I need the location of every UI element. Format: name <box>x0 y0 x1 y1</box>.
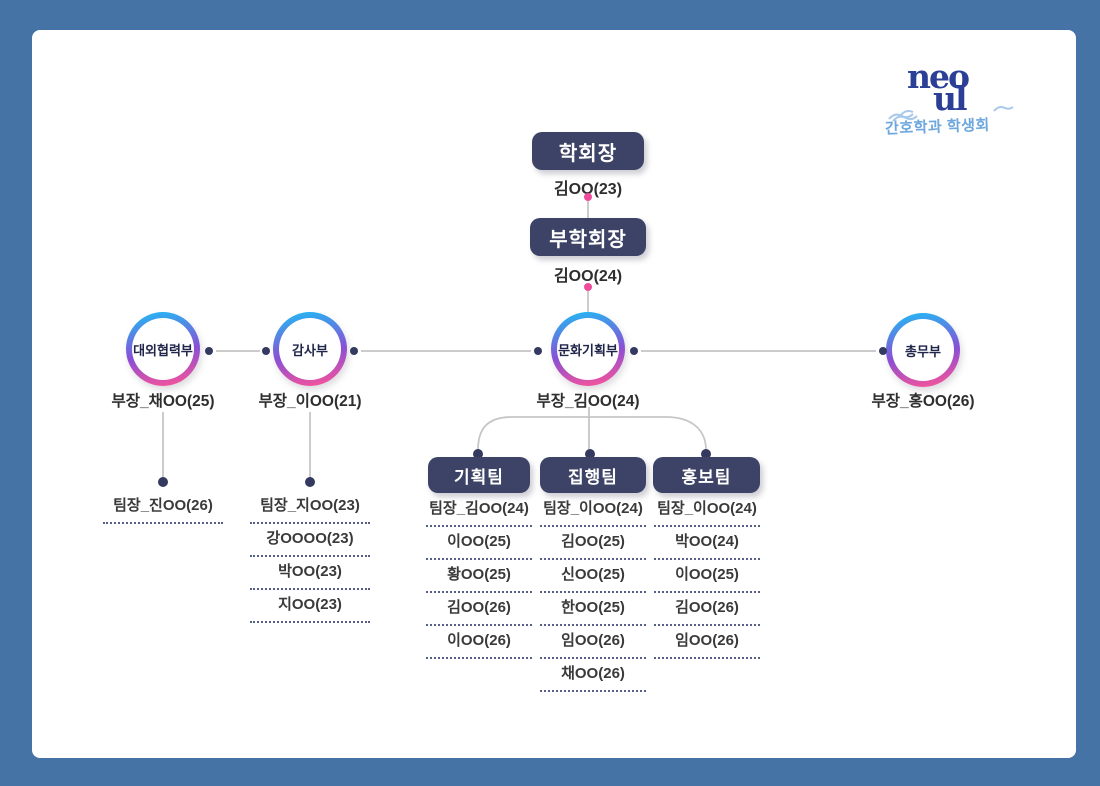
dept-circle-general-affairs: 총무부 <box>886 313 960 387</box>
connector-line <box>587 291 589 312</box>
dept-circle-audit: 감사부 <box>273 312 347 386</box>
dept-circle-culture-planning: 문화기획부 <box>551 312 625 386</box>
dept-title: 문화기획부 <box>558 342 618 358</box>
connector-dot <box>585 449 595 459</box>
member-item: 이OO(25) <box>426 532 532 560</box>
member-item: 팀장_김OO(24) <box>426 499 532 527</box>
member-item: 강OOOO(23) <box>250 529 370 557</box>
team-box-planning: 기획팀 <box>428 457 530 493</box>
connector-dot <box>534 347 542 355</box>
member-item: 김OO(26) <box>426 598 532 626</box>
wave-icon <box>888 110 918 122</box>
member-item: 박OO(24) <box>654 532 760 560</box>
connector-dot <box>350 347 358 355</box>
member-item: 김OO(25) <box>540 532 646 560</box>
connector-line <box>641 350 876 352</box>
dept-circle-external-relations: 대외협력부 <box>126 312 200 386</box>
team-member-list: 팀장_김OO(24) 이OO(25) 황OO(25) 김OO(26) 이OO(2… <box>426 499 532 664</box>
member-item: 신OO(25) <box>540 565 646 593</box>
team-title: 집행팀 <box>568 467 618 487</box>
dept-head-name: 부장_김OO(24) <box>536 393 640 410</box>
president-box: 학회장 <box>532 132 644 170</box>
connector-line <box>361 350 531 352</box>
connector-dot <box>879 347 887 355</box>
logo-subtitle: 간호학과 학생회 <box>884 116 991 138</box>
dept-title: 총무부 <box>905 343 941 359</box>
member-item: 임OO(26) <box>540 631 646 659</box>
member-item: 이OO(25) <box>654 565 760 593</box>
dept-title: 대외협력부 <box>133 342 193 358</box>
dept-head-name: 부장_이OO(21) <box>258 393 362 410</box>
connector-dot-pink <box>584 193 592 201</box>
member-item: 팀장_지OO(23) <box>250 496 370 524</box>
dept-title: 감사부 <box>292 342 328 358</box>
team-member-list: 팀장_이OO(24) 김OO(25) 신OO(25) 한OO(25) 임OO(2… <box>540 499 646 697</box>
president-title: 학회장 <box>558 142 618 165</box>
logo: neo ul 간호학과 학생회 <box>884 57 1025 140</box>
member-item: 채OO(26) <box>540 664 646 692</box>
member-item: 팀장_진OO(26) <box>103 496 223 524</box>
vice-president-name: 김OO(24) <box>553 268 623 285</box>
branch-bracket <box>477 407 707 451</box>
connector-dot-pink <box>584 283 592 291</box>
member-item: 이OO(26) <box>426 631 532 659</box>
member-item: 김OO(26) <box>654 598 760 626</box>
member-item: 팀장_이OO(24) <box>540 499 646 527</box>
connector-line <box>309 412 311 478</box>
member-item: 황OO(25) <box>426 565 532 593</box>
connector-dot <box>262 347 270 355</box>
team-box-promotion: 홍보팀 <box>653 457 760 493</box>
connector-line <box>216 350 260 352</box>
dept-member-list: 팀장_지OO(23) 강OOOO(23) 박OO(23) 지OO(23) <box>250 496 370 628</box>
dept-member-list: 팀장_진OO(26) <box>103 496 223 529</box>
member-item: 지OO(23) <box>250 595 370 623</box>
member-item: 임OO(26) <box>654 631 760 659</box>
logo-text-line1: neo <box>907 57 970 96</box>
member-item: 팀장_이OO(24) <box>654 499 760 527</box>
connector-dot <box>305 477 315 487</box>
connector-dot <box>205 347 213 355</box>
team-box-execution: 집행팀 <box>540 457 646 493</box>
connector-dot <box>701 449 711 459</box>
dept-head-name: 부장_홍OO(26) <box>871 393 975 410</box>
connector-dot <box>630 347 638 355</box>
member-item: 박OO(23) <box>250 562 370 590</box>
vice-president-title: 부학회장 <box>549 228 627 251</box>
team-title: 기획팀 <box>454 467 504 487</box>
connector-dot <box>473 449 483 459</box>
wave-icon-right <box>993 106 1014 112</box>
dept-head-name: 부장_채OO(25) <box>111 393 215 410</box>
team-title: 홍보팀 <box>681 467 732 487</box>
president-name: 김OO(23) <box>553 181 623 198</box>
vice-president-box: 부학회장 <box>530 218 646 256</box>
team-member-list: 팀장_이OO(24) 박OO(24) 이OO(25) 김OO(26) 임OO(2… <box>654 499 760 664</box>
logo-text-line2: ul <box>933 79 968 118</box>
member-item: 한OO(25) <box>540 598 646 626</box>
connector-line <box>162 412 164 478</box>
connector-line <box>587 201 589 218</box>
connector-dot <box>158 477 168 487</box>
